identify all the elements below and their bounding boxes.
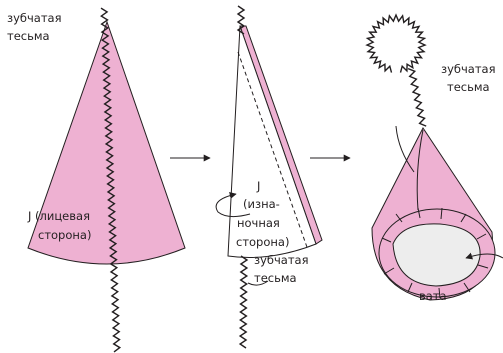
step1-flat-piece: зубчатая тесьма J (лицевая сторона) <box>7 8 185 352</box>
zigzag-trim <box>367 15 425 73</box>
trim-label: зубчатая тесьма <box>7 11 65 43</box>
zigzag-trim <box>240 256 247 348</box>
stuffing-label: вата <box>419 289 447 303</box>
step3-stuffed-cone: зубчатая тесьма вата <box>367 15 503 303</box>
trim-label: зубчатая тесьма <box>441 62 499 94</box>
step2-folded-piece: J (изна- ночная сторона) зубчатая тесьма <box>216 6 322 348</box>
trim-label: зубчатая тесьма <box>254 253 312 285</box>
zigzag-trim <box>408 69 426 127</box>
